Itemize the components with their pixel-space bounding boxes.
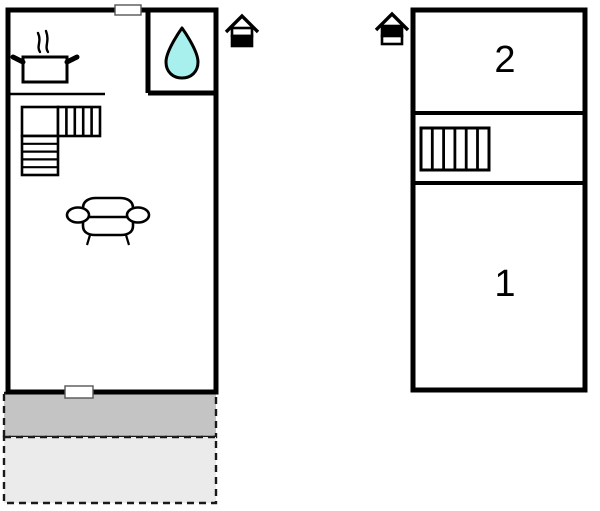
north-house-marker-ground <box>224 13 260 48</box>
cooking-pot-icon <box>10 29 80 84</box>
ground-floor-outer-wall <box>5 7 219 395</box>
water-drop-icon <box>164 26 200 80</box>
open-terrace <box>2 435 218 505</box>
upper-floor-plan: 2 1 <box>374 7 588 393</box>
room-number-1: 1 <box>494 263 515 305</box>
sofa-icon <box>65 196 151 246</box>
covered-terrace <box>2 391 218 439</box>
room-number-2: 2 <box>494 39 515 81</box>
ground-floor-plan <box>2 4 260 505</box>
north-house-marker-upper <box>374 11 410 46</box>
upper-floor-fill <box>413 10 585 390</box>
stairs-icon-upper <box>419 126 491 172</box>
stairs-icon <box>20 105 102 177</box>
terrace-group <box>2 391 218 505</box>
bathroom-walls <box>145 10 216 96</box>
upper-floor-outer-wall <box>410 7 588 393</box>
bottom-door <box>64 385 94 399</box>
top-window <box>114 4 142 16</box>
